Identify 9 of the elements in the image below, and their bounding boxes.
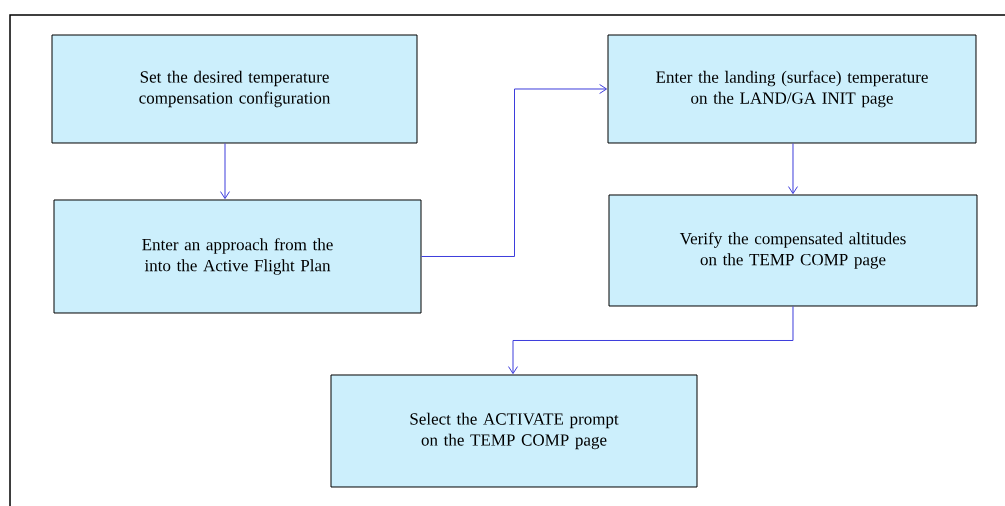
arrow xyxy=(220,143,230,200)
process-box: Set the desired temperature compensation configuration xyxy=(51,34,418,144)
process-box: Enter an approach from the into the Active Flight Plan xyxy=(53,199,422,314)
arrow xyxy=(788,143,798,195)
arrow xyxy=(508,306,794,375)
process-box: Enter the landing (surface) temperature on the LAND/GA INIT page xyxy=(607,34,977,144)
process-box: Verify the compensated altitudes on the TEMP COMP page xyxy=(608,194,978,307)
process-box: Select the ACTIVATE prompt on the TEMP COMP page xyxy=(330,374,698,488)
arrow xyxy=(421,84,608,257)
